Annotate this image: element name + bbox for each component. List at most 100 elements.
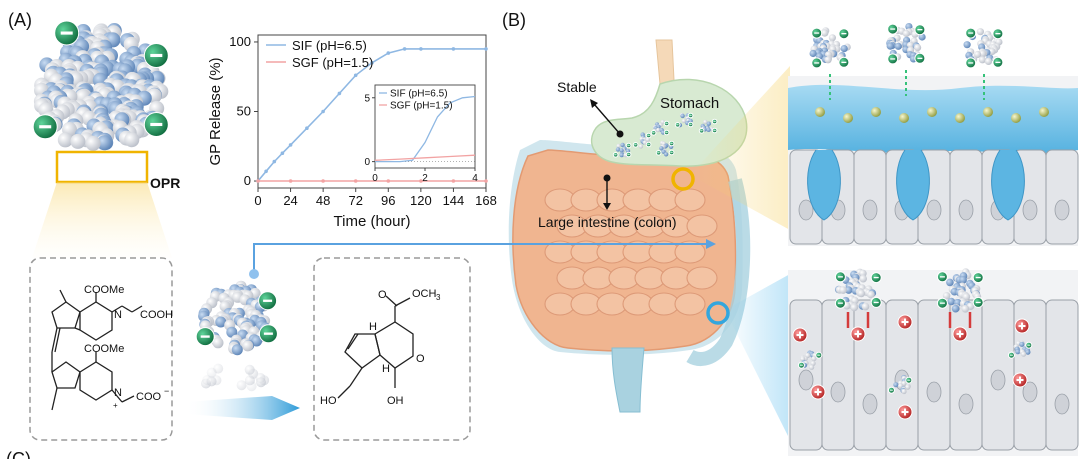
charge-sign: [713, 130, 716, 131]
data-point: [321, 179, 325, 183]
particle-bead: [809, 49, 817, 58]
genipin-structure: [337, 295, 414, 399]
particle-bead: [844, 286, 853, 294]
particle-bead: [886, 42, 895, 50]
data-point: [337, 91, 342, 96]
epithelial-cell: [1045, 149, 1079, 245]
charge-sign: [904, 318, 906, 326]
charge-sign: [890, 28, 896, 30]
carboxylate-label: COO: [136, 391, 162, 403]
charge-sign: [968, 32, 974, 34]
data-point: [288, 179, 293, 183]
cell-nucleus: [830, 381, 846, 403]
charge-sign: [841, 61, 847, 63]
stomach-beam: [690, 66, 790, 230]
data-point: [451, 179, 456, 183]
cell-nucleus: [958, 393, 974, 415]
x-tick-label: 96: [381, 193, 395, 208]
charge-sign: [670, 143, 673, 144]
goblet-cell: [807, 149, 841, 221]
stable-dot: [616, 130, 624, 138]
released-bead: [236, 380, 247, 391]
x-tick-label: 24: [283, 193, 297, 208]
charge-sign: [841, 33, 847, 35]
dissolving-nanoparticle: [195, 280, 278, 392]
x-tick-label: 0: [254, 193, 261, 208]
charge-sign: [263, 299, 273, 302]
charge-sign: [837, 302, 843, 304]
colon-particles: [792, 268, 1033, 420]
opr-label: OPR: [150, 175, 180, 191]
small-intestine: [544, 188, 718, 316]
data-point: [402, 47, 407, 51]
charge-sign: [39, 125, 52, 129]
inset-y-tick-label: 0: [364, 157, 370, 168]
data-point: [419, 47, 423, 51]
colon-epithelial-cell: [917, 299, 951, 451]
charge-sign: [799, 331, 801, 339]
data-point: [353, 73, 358, 78]
charge-sign: [857, 330, 859, 338]
intestine-loop: [674, 240, 706, 264]
particle-bead: [914, 44, 922, 52]
h-bottom-label: H: [382, 363, 390, 375]
genipin-ester-sub: 3: [436, 293, 441, 302]
released-bead: [244, 375, 255, 386]
particle-bead: [867, 290, 875, 299]
charge-sign: [263, 332, 273, 335]
particle-bead: [893, 382, 899, 388]
particle-bead: [70, 133, 86, 149]
charge-sign: [904, 408, 906, 416]
n2-label: N: [114, 387, 122, 399]
particle-bead: [1019, 341, 1025, 347]
charge-sign: [799, 364, 803, 366]
epithelial-cell: [949, 149, 983, 245]
release-arrow: [185, 396, 300, 420]
charge-sign: [939, 302, 945, 304]
charge-sign: [647, 135, 650, 136]
charge-sign: [1027, 344, 1031, 346]
particle-bead: [1021, 351, 1027, 357]
data-point: [305, 126, 309, 130]
delivery-path: [253, 243, 706, 274]
particle-bead: [905, 384, 911, 390]
particle-bead: [902, 29, 911, 38]
particle-bead: [703, 119, 708, 125]
data-point: [419, 179, 423, 183]
charge-sign: [60, 31, 73, 35]
particle-bead: [231, 344, 243, 356]
particle-bead: [663, 152, 669, 157]
stomach-label: Stomach: [660, 95, 719, 112]
panel-label-c: (C): [6, 449, 31, 459]
goblet-cell: [991, 149, 1025, 221]
released-bead: [206, 376, 217, 387]
legend-label: SGF (pH=1.5): [292, 55, 373, 70]
charge-sign: [995, 33, 1001, 35]
opr-nanoparticle: [32, 20, 169, 151]
x-tick-label: 168: [475, 193, 497, 208]
data-point: [370, 61, 374, 65]
inset-series-line: [375, 95, 476, 163]
inset-legend-label: SGF (pH=1.5): [390, 101, 453, 112]
particle-bead: [828, 34, 837, 42]
particle-bead: [947, 297, 956, 306]
delivery-start-dot: [249, 269, 259, 279]
x-tick-label: 48: [316, 193, 330, 208]
particle-bead: [96, 135, 112, 151]
colon-tissue-panel: [788, 268, 1079, 456]
acid-label: COOH: [140, 309, 173, 321]
particle-bead: [706, 121, 711, 126]
charge-sign: [917, 29, 923, 31]
x-tick-label: 72: [348, 193, 362, 208]
particle-bead: [821, 29, 829, 37]
colon-arrowhead: [603, 203, 611, 210]
particle-bead: [215, 316, 227, 328]
stomach-surface-particles: [809, 23, 1004, 100]
carboxylate-charge-label: −: [164, 386, 169, 396]
stable-arrowhead: [590, 99, 598, 108]
cell-nucleus: [1022, 199, 1038, 221]
particle-bead: [861, 302, 870, 311]
stable-pointer: [593, 103, 621, 135]
stable-label: Stable: [557, 79, 597, 95]
